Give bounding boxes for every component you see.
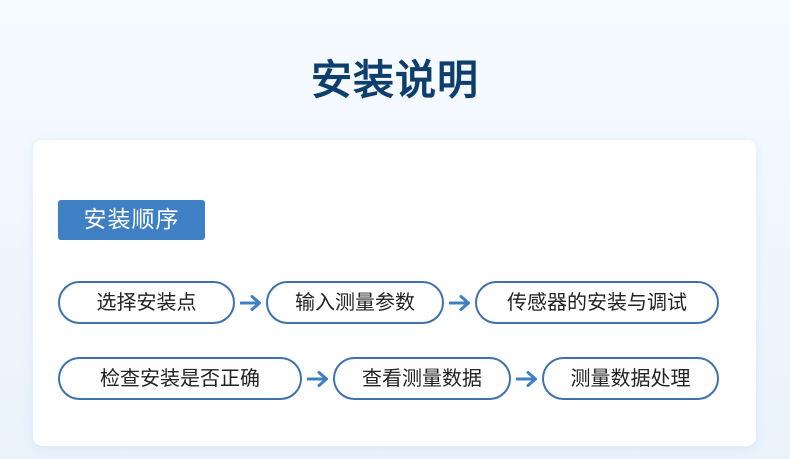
step-select-install-point: 选择安装点 (58, 281, 235, 324)
step-process-measurement-data: 测量数据处理 (542, 357, 719, 400)
step-check-installation: 检查安装是否正确 (58, 357, 302, 400)
right-arrow-icon (235, 281, 266, 324)
steps-row-2: 检查安装是否正确 查看测量数据 测量数据处理 (58, 357, 719, 400)
step-install-and-debug-sensor: 传感器的安装与调试 (475, 281, 719, 324)
right-arrow-icon (302, 357, 333, 400)
step-input-parameters: 输入测量参数 (266, 281, 444, 324)
installation-card: 安装顺序 选择安装点 输入测量参数 传感器的安装与调试 检查安装是否正确 查看测… (33, 140, 756, 446)
right-arrow-icon (444, 281, 475, 324)
section-badge: 安装顺序 (58, 200, 205, 240)
step-view-measurement-data: 查看测量数据 (333, 357, 511, 400)
right-arrow-icon (511, 357, 542, 400)
steps-row-1: 选择安装点 输入测量参数 传感器的安装与调试 (58, 281, 719, 324)
page-title: 安装说明 (311, 56, 479, 104)
